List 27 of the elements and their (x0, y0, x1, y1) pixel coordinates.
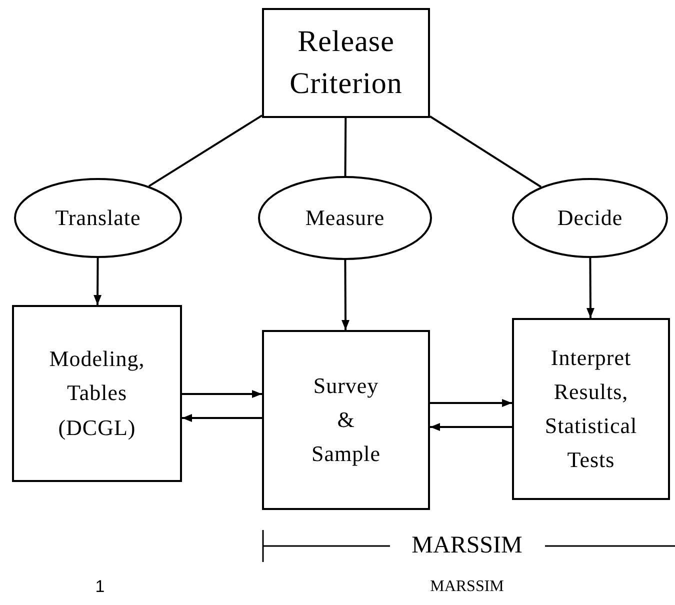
node-text: Translate (54, 204, 142, 232)
node-text: Decide (556, 204, 624, 232)
caption-text: MARSSIM (430, 578, 504, 596)
connector-line (429, 116, 542, 188)
node-text: Survey & Sample (310, 372, 382, 468)
node-text: Interpret Results, Statistical Tests (544, 344, 638, 474)
arrow (586, 258, 594, 318)
process-box (12, 305, 182, 482)
arrow (342, 260, 350, 330)
node-text: Modeling, Tables (DCGL) (48, 345, 146, 442)
process-box (512, 318, 670, 500)
step-ellipse (14, 178, 182, 258)
node-text: Measure (304, 204, 386, 232)
arrow (94, 258, 102, 305)
arrow (430, 399, 512, 407)
arrow (182, 414, 262, 422)
figure-number: 1 (95, 577, 105, 597)
connector-line (344, 118, 347, 176)
step-ellipse (512, 178, 668, 258)
arrow (430, 423, 512, 431)
step-ellipse (258, 176, 432, 260)
node-text: Release Criterion (288, 24, 404, 102)
connector-line (148, 114, 263, 188)
process-box (262, 330, 430, 510)
bracket-label: MARSSIM (412, 532, 522, 560)
criterion-box (262, 8, 430, 118)
arrow (182, 390, 262, 398)
